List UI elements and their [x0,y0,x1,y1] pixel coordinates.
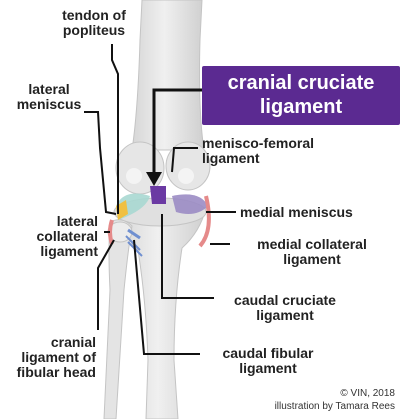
highlight-arrow [152,88,202,176]
leader-tendon-popliteus [111,44,119,214]
label-lateral-meniscus: lateral meniscus [16,81,82,112]
label-medial-collateral-ligament: medial collateral ligament [257,236,367,267]
leader-lateral-meniscus [84,111,117,215]
highlight-label-cranial-cruciate-ligament: cranial cruciate ligament [227,72,375,118]
label-tendon-of-popliteus: tendon of popliteus [62,7,126,38]
illustrator-credit: illustration by Tamara Rees [274,401,395,412]
highlight-label-box: cranial cruciate ligament [202,66,400,125]
label-caudal-fibular-ligament: caudal fibular ligament [222,345,314,376]
medial-collateral-shape [198,195,211,248]
label-cranial-ligament-of-fibular-head: cranial ligament of fibular head [16,334,96,380]
leader-caudal-cruciate [161,214,214,299]
label-menisco-femoral-ligament: menisco-femoral ligament [202,135,315,166]
leader-fibular-head [97,239,115,330]
leader-menisco-femoral [171,147,198,173]
fibula-bone [103,219,133,419]
cranial-cruciate-ligament-shape [150,186,166,204]
leader-caudal-fibular [133,239,200,355]
label-medial-meniscus: medial meniscus [240,204,353,220]
caudal-fibular-ligament-shape [127,228,141,240]
label-caudal-cruciate-ligament: caudal cruciate ligament [234,292,336,323]
label-lateral-collateral-ligament: lateral collateral ligament [36,213,98,259]
medial-meniscus-shape [172,194,208,214]
leader-lines [84,44,236,355]
lateral-collateral-shape [108,219,114,245]
highlight-arrow-head [146,172,162,186]
copyright-credit: © VIN, 2018 [340,388,395,399]
